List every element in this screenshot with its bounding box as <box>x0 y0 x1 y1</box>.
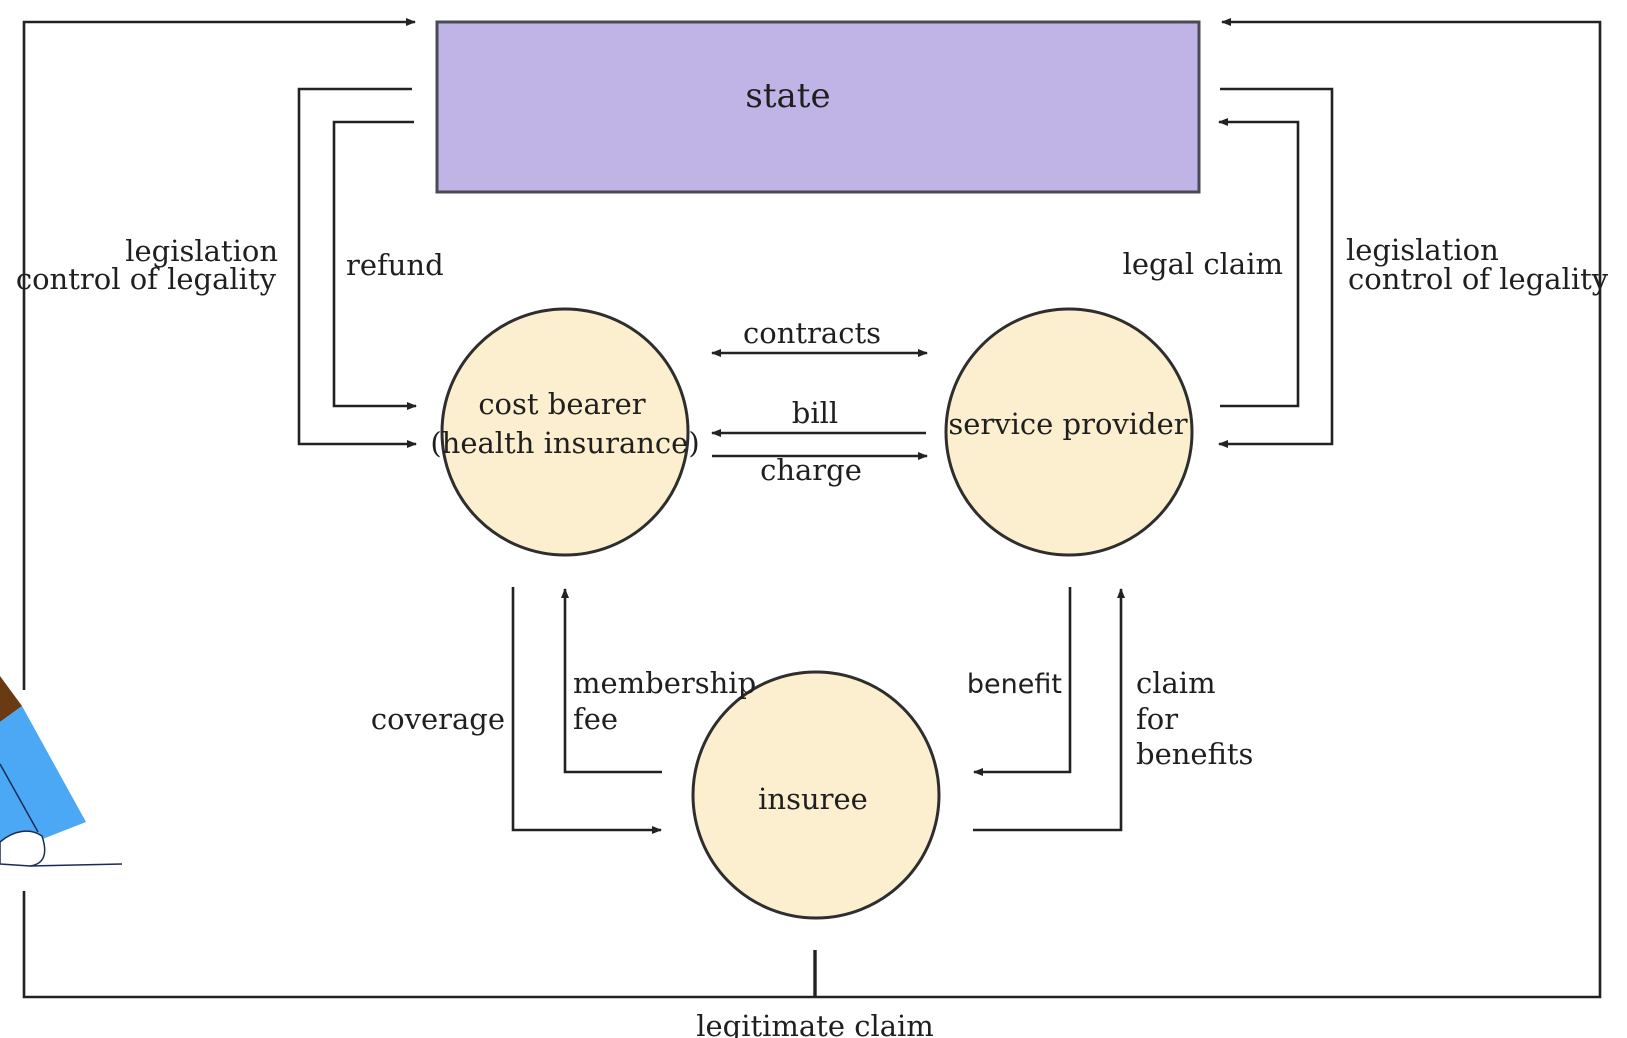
claim-for-benefits-label-line1: claim <box>1136 666 1216 700</box>
charge-label: charge <box>760 453 862 487</box>
insuree-node: insuree <box>691 670 941 920</box>
benefit-connector: benefit <box>967 587 1072 776</box>
contracts-label: contracts <box>743 316 881 350</box>
legislation-left-connector: legislation control of legality <box>16 87 417 448</box>
coverage-connector: coverage <box>371 587 662 834</box>
legitimate-claim-label: legitimate claim <box>696 1009 934 1038</box>
cost-bearer-node: cost bearer (health insurance) <box>430 307 700 557</box>
cost-bearer-label-line2: (health insurance) <box>430 426 699 460</box>
claim-for-benefits-label-line3: benefits <box>1136 737 1253 771</box>
claim-for-benefits-connector: claim for benefits <box>973 588 1253 832</box>
legal-claim-label: legal claim <box>1123 247 1283 281</box>
membership-fee-connector: membership fee <box>561 588 756 774</box>
bill-label: bill <box>792 396 838 430</box>
state-label: state <box>745 76 830 116</box>
cost-bearer-label-line1: cost bearer <box>478 387 645 421</box>
contracts-connector: contracts <box>711 316 928 357</box>
benefit-label: benefit <box>967 669 1062 700</box>
refund-label: refund <box>346 248 444 282</box>
service-provider-label: service provider <box>948 407 1187 441</box>
legitimate-claim-connector: legitimate claim <box>22 18 1602 1038</box>
charge-connector: charge <box>712 452 928 487</box>
legislation-right-label-line2: control of legality <box>1348 262 1609 296</box>
coverage-label: coverage <box>371 702 505 736</box>
bill-connector: bill <box>711 396 926 437</box>
legislation-right-connector: legislation control of legality <box>1218 87 1609 448</box>
claim-for-benefits-label-line2: for <box>1136 702 1178 736</box>
service-provider-node: service provider <box>944 307 1194 557</box>
membership-fee-label-line2: fee <box>573 702 618 736</box>
legislation-left-label-line2: control of legality <box>16 262 277 296</box>
insuree-label: insuree <box>758 782 868 816</box>
state-node: state <box>435 20 1201 194</box>
legislation-left-label-line1: legislation <box>125 234 278 268</box>
membership-fee-label-line1: membership <box>573 666 756 700</box>
refund-connector: refund <box>332 120 444 410</box>
pencil-icon <box>0 676 123 867</box>
legislation-right-label-line1: legislation <box>1346 233 1499 267</box>
legal-claim-connector: legal claim <box>1123 118 1300 408</box>
